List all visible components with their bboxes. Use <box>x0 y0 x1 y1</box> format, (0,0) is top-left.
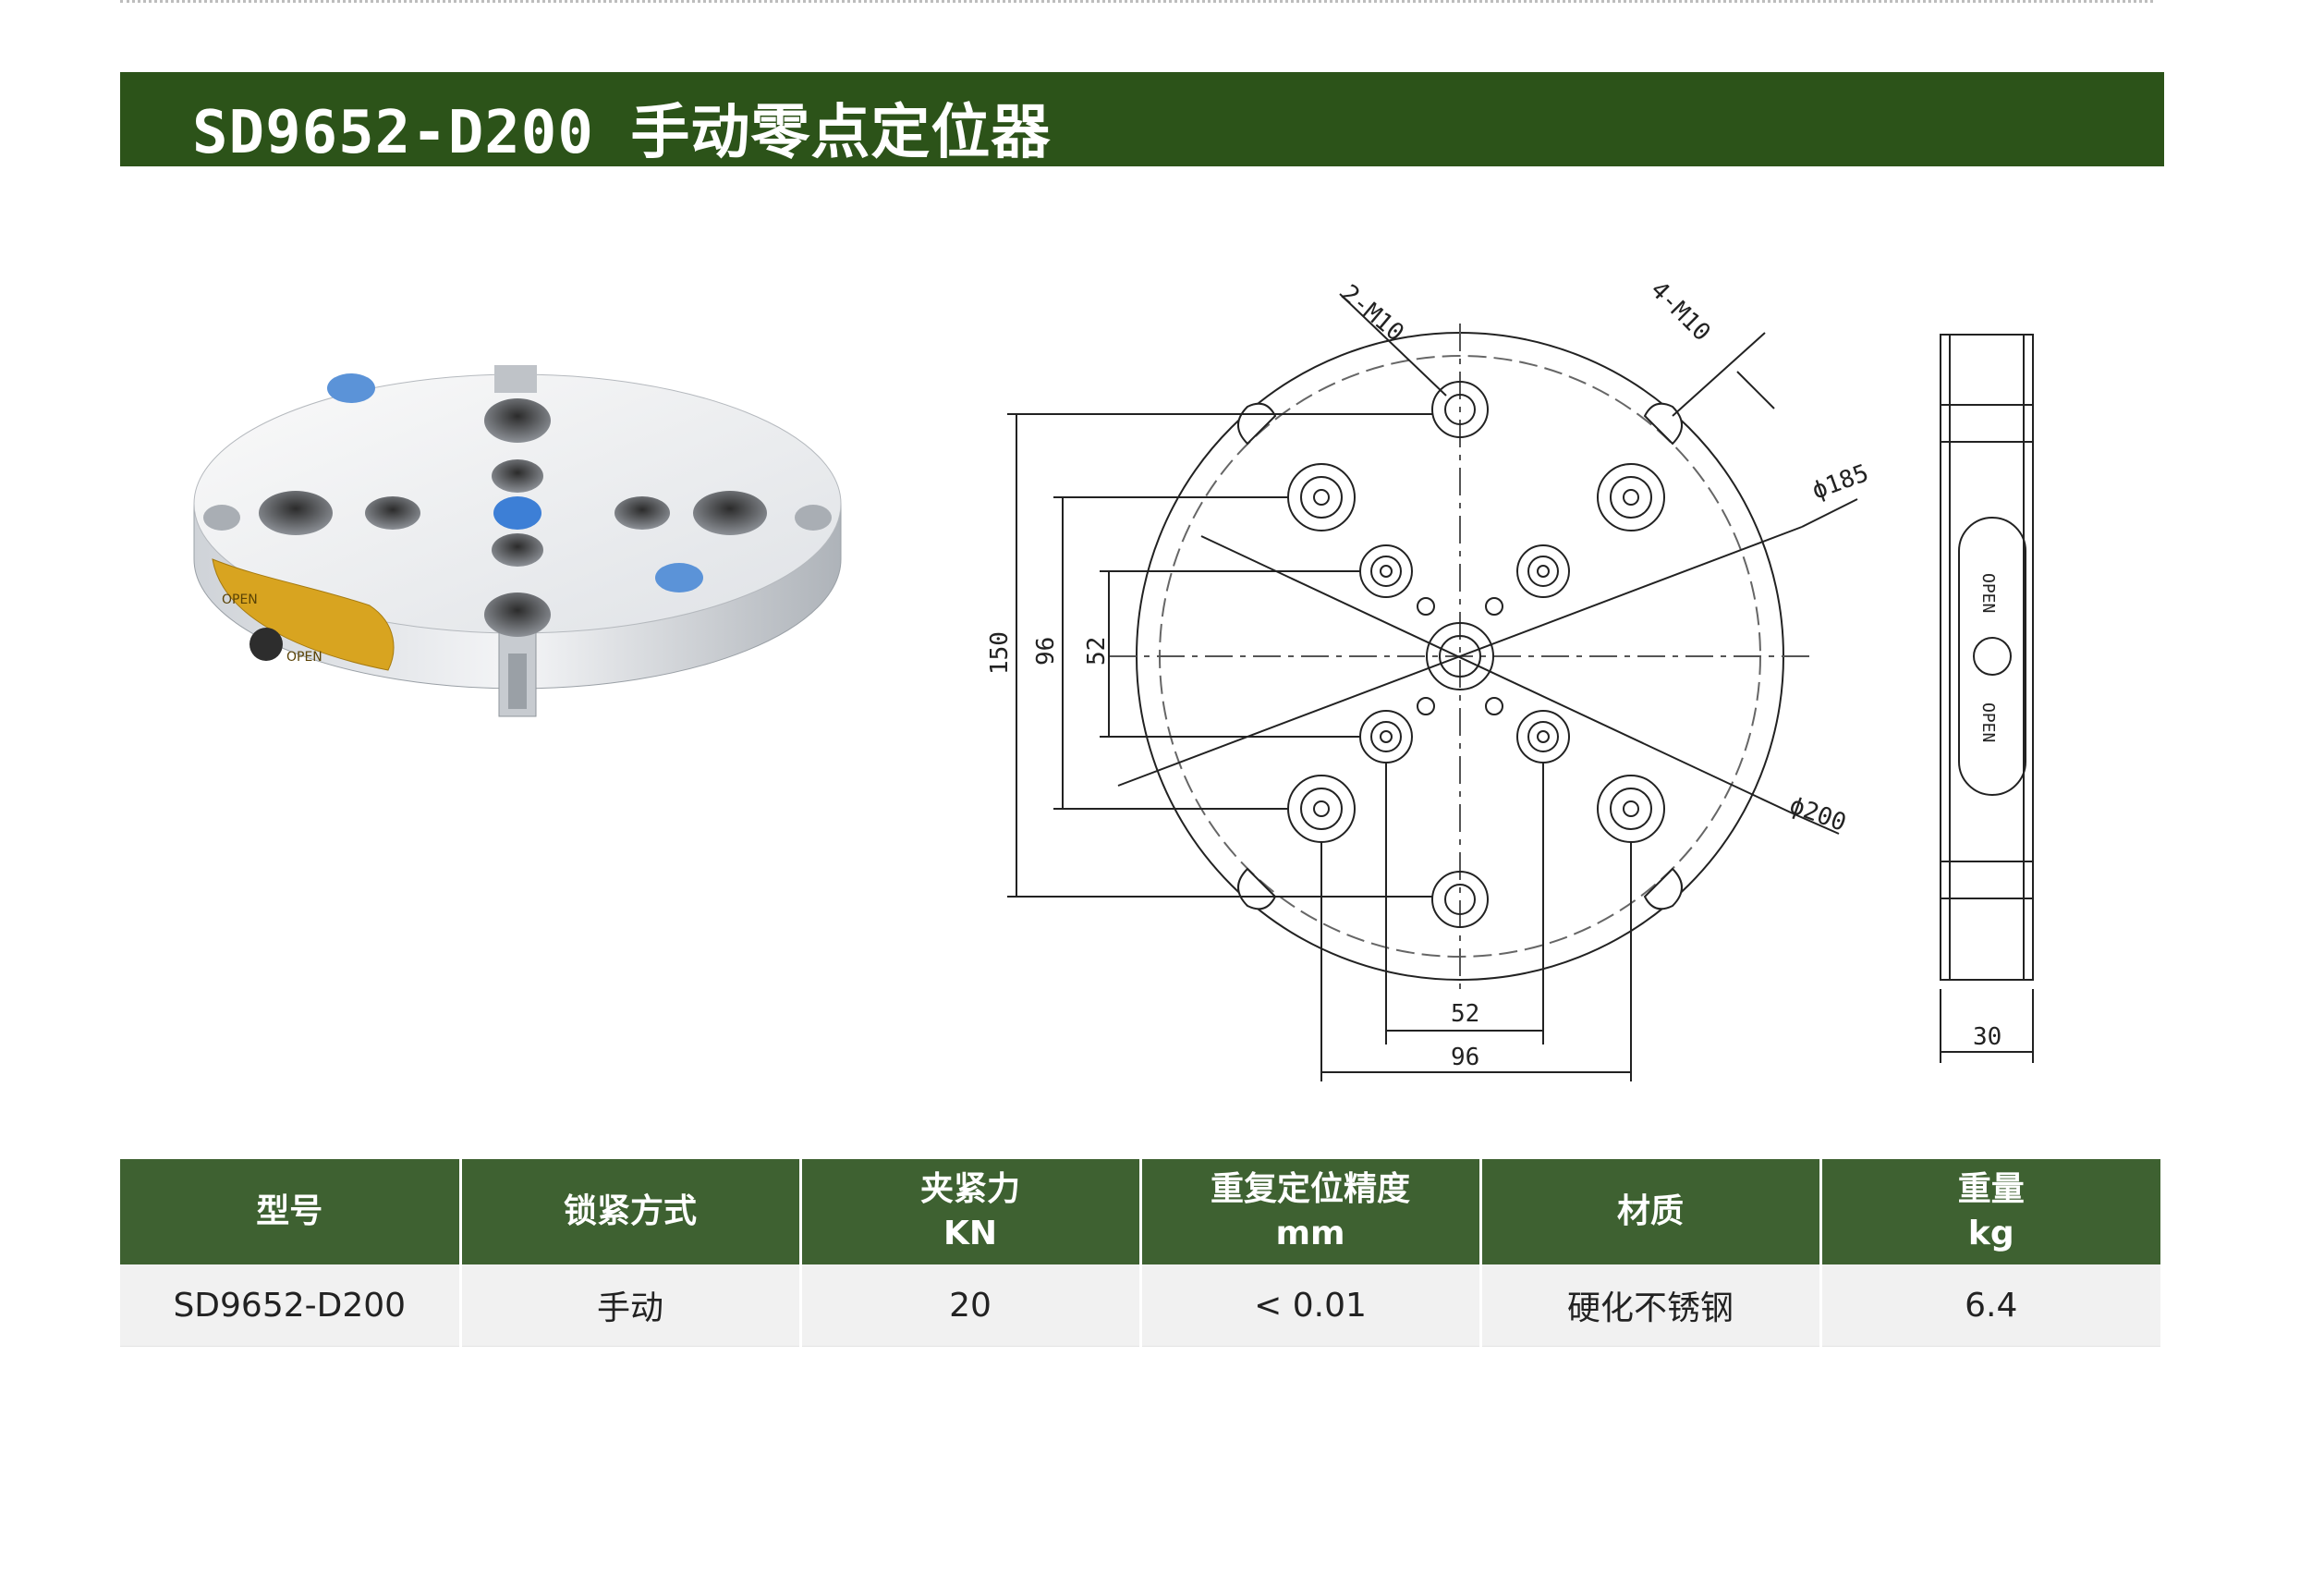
technical-drawing: 2-M10 4-M10 ϕ185 ϕ200 150 96 52 52 96 30… <box>986 276 2034 1081</box>
cell-clamp-force: 20 <box>800 1264 1142 1347</box>
photo-open-label-1: OPEN <box>286 650 322 665</box>
side-open-label-1: OPEN <box>1978 573 1998 613</box>
label-dim-52-vertical: 52 <box>1083 637 1111 666</box>
header-lock-method: 锁紧方式 <box>460 1159 802 1264</box>
photo-open-label-2: OPEN <box>222 592 258 607</box>
label-dim-52-horizontal: 52 <box>1451 1000 1479 1028</box>
page-title: SD9652-D200 手动零点定位器 <box>192 99 1052 167</box>
label-dim-150: 150 <box>986 631 1014 675</box>
header-material: 材质 <box>1480 1159 1822 1264</box>
cell-material: 硬化不锈钢 <box>1480 1264 1822 1347</box>
label-dim-96-vertical: 96 <box>1032 637 1060 666</box>
label-dim-30: 30 <box>1973 1023 2002 1051</box>
label-dia-185: ϕ185 <box>1808 459 1872 506</box>
product-photo: OPEN OPEN <box>193 365 842 717</box>
cell-model: SD9652-D200 <box>120 1264 462 1347</box>
label-dia-200: ϕ200 <box>1786 791 1850 837</box>
title-bar: SD9652-D200 手动零点定位器 <box>120 72 2164 167</box>
cell-lock-method: 手动 <box>460 1264 802 1347</box>
label-4-m10: 4-M10 <box>1645 276 1716 348</box>
cell-repeatability: < 0.01 <box>1140 1264 1482 1347</box>
label-dim-96-horizontal: 96 <box>1451 1044 1479 1071</box>
label-2-m10: 2-M10 <box>1336 279 1409 347</box>
cell-weight: 6.4 <box>1820 1264 2160 1347</box>
table-row: SD9652-D200 手动 20 < 0.01 硬化不锈钢 6.4 <box>120 1264 2160 1347</box>
header-model: 型号 <box>120 1159 462 1264</box>
top-dotted-rule <box>120 0 2153 8</box>
side-open-label-2: OPEN <box>1978 702 1998 742</box>
